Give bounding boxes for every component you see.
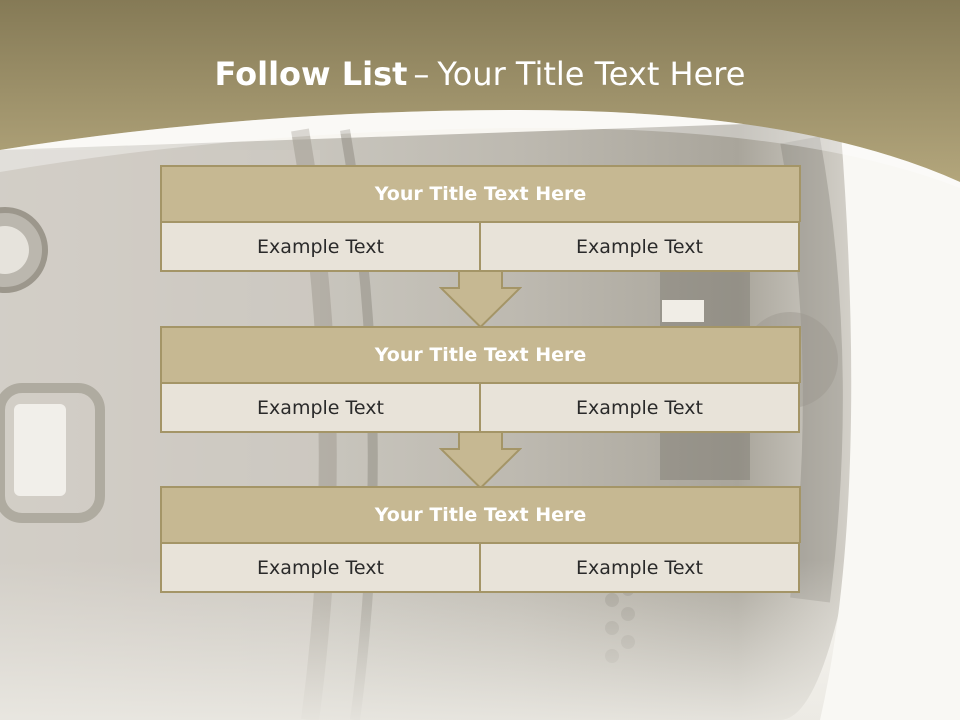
slide-title: Follow List–Your Title Text Here bbox=[0, 52, 960, 96]
block-cell-left: Example Text bbox=[160, 542, 481, 593]
title-rest: Your Title Text Here bbox=[437, 55, 746, 93]
down-arrow-icon bbox=[439, 270, 522, 329]
block-title: Your Title Text Here bbox=[160, 165, 801, 222]
block-cell-right: Example Text bbox=[480, 542, 800, 593]
list-block-1: Your Title Text Here Example Text Exampl… bbox=[160, 165, 801, 272]
block-title: Your Title Text Here bbox=[160, 326, 801, 383]
title-separator: – bbox=[413, 55, 430, 93]
list-block-3: Your Title Text Here Example Text Exampl… bbox=[160, 486, 801, 593]
list-block-2: Your Title Text Here Example Text Exampl… bbox=[160, 326, 801, 433]
block-cell-right: Example Text bbox=[480, 382, 800, 433]
block-cell-right: Example Text bbox=[480, 221, 800, 272]
title-bold: Follow List bbox=[214, 55, 408, 93]
block-title: Your Title Text Here bbox=[160, 486, 801, 543]
down-arrow-icon bbox=[439, 431, 522, 490]
block-cell-left: Example Text bbox=[160, 382, 481, 433]
block-cell-left: Example Text bbox=[160, 221, 481, 272]
